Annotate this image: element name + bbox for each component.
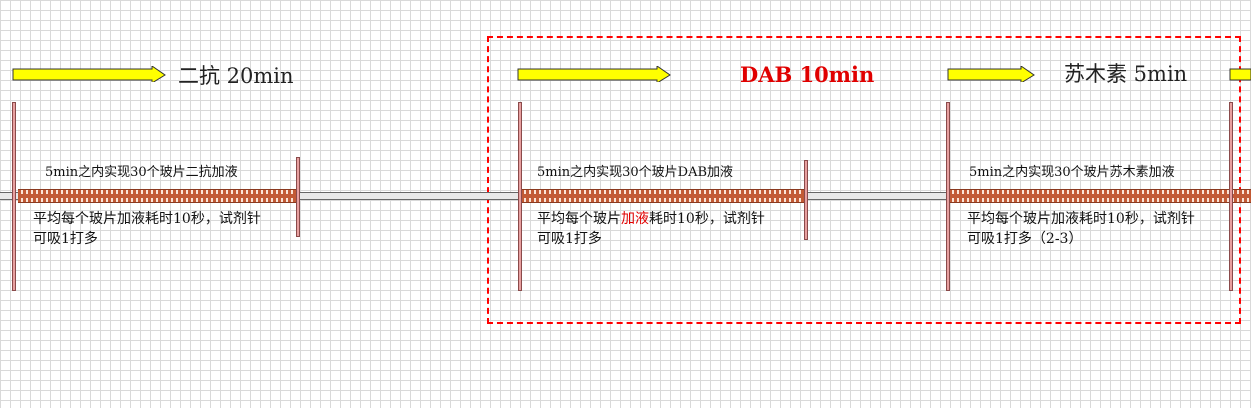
- desc-line-2: 可吸1打多: [537, 231, 602, 247]
- desc-line-1: 平均每个玻片加液耗时10秒，试剂针: [537, 209, 765, 229]
- start-bar-next: [1229, 102, 1233, 291]
- desc-line-2: 可吸1打多: [33, 231, 98, 247]
- title-hematoxylin: 苏木素 5min: [1064, 62, 1188, 86]
- note-secondary-antibody: 5min之内实现30个玻片二抗加液: [45, 165, 238, 180]
- dispense-spring-hematoxylin: [949, 189, 1251, 203]
- start-bar-secondary-antibody: [12, 102, 16, 291]
- desc-line-1-part-b: 耗时10秒，试剂针: [649, 211, 765, 227]
- end-bar-secondary-antibody: [296, 157, 300, 237]
- start-bar-hematoxylin: [946, 102, 950, 291]
- arrow-next-partial: [1229, 68, 1251, 81]
- title-secondary-antibody: 二抗 20min: [178, 64, 294, 88]
- start-bar-dab: [518, 102, 522, 291]
- dispense-spring-secondary-antibody: [18, 189, 298, 203]
- dab-highlight-box: [487, 36, 1241, 324]
- note-hematoxylin: 5min之内实现30个玻片苏木素加液: [969, 165, 1175, 180]
- desc-line-2: 可吸1打多（2-3）: [967, 231, 1083, 247]
- desc-line-1: 平均每个玻片加液耗时10秒，试剂针: [967, 211, 1195, 227]
- desc-highlight-text: 加液: [621, 211, 649, 227]
- desc-secondary-antibody: 平均每个玻片加液耗时10秒，试剂针 可吸1打多: [33, 209, 261, 249]
- title-dab: DAB 10min: [740, 62, 875, 87]
- desc-hematoxylin: 平均每个玻片加液耗时10秒，试剂针 可吸1打多（2-3）: [967, 209, 1195, 249]
- arrow-dab: [517, 66, 671, 82]
- desc-dab: 平均每个玻片加液耗时10秒，试剂针 可吸1打多: [537, 209, 765, 249]
- arrow-secondary-antibody: [12, 66, 166, 82]
- end-bar-dab: [804, 160, 808, 240]
- arrow-hematoxylin: [947, 66, 1035, 82]
- desc-line-1-part-a: 平均每个玻片: [537, 211, 621, 227]
- desc-line-1: 平均每个玻片加液耗时10秒，试剂针: [33, 211, 261, 227]
- dispense-spring-dab: [521, 189, 805, 203]
- note-dab: 5min之内实现30个玻片DAB加液: [537, 165, 734, 180]
